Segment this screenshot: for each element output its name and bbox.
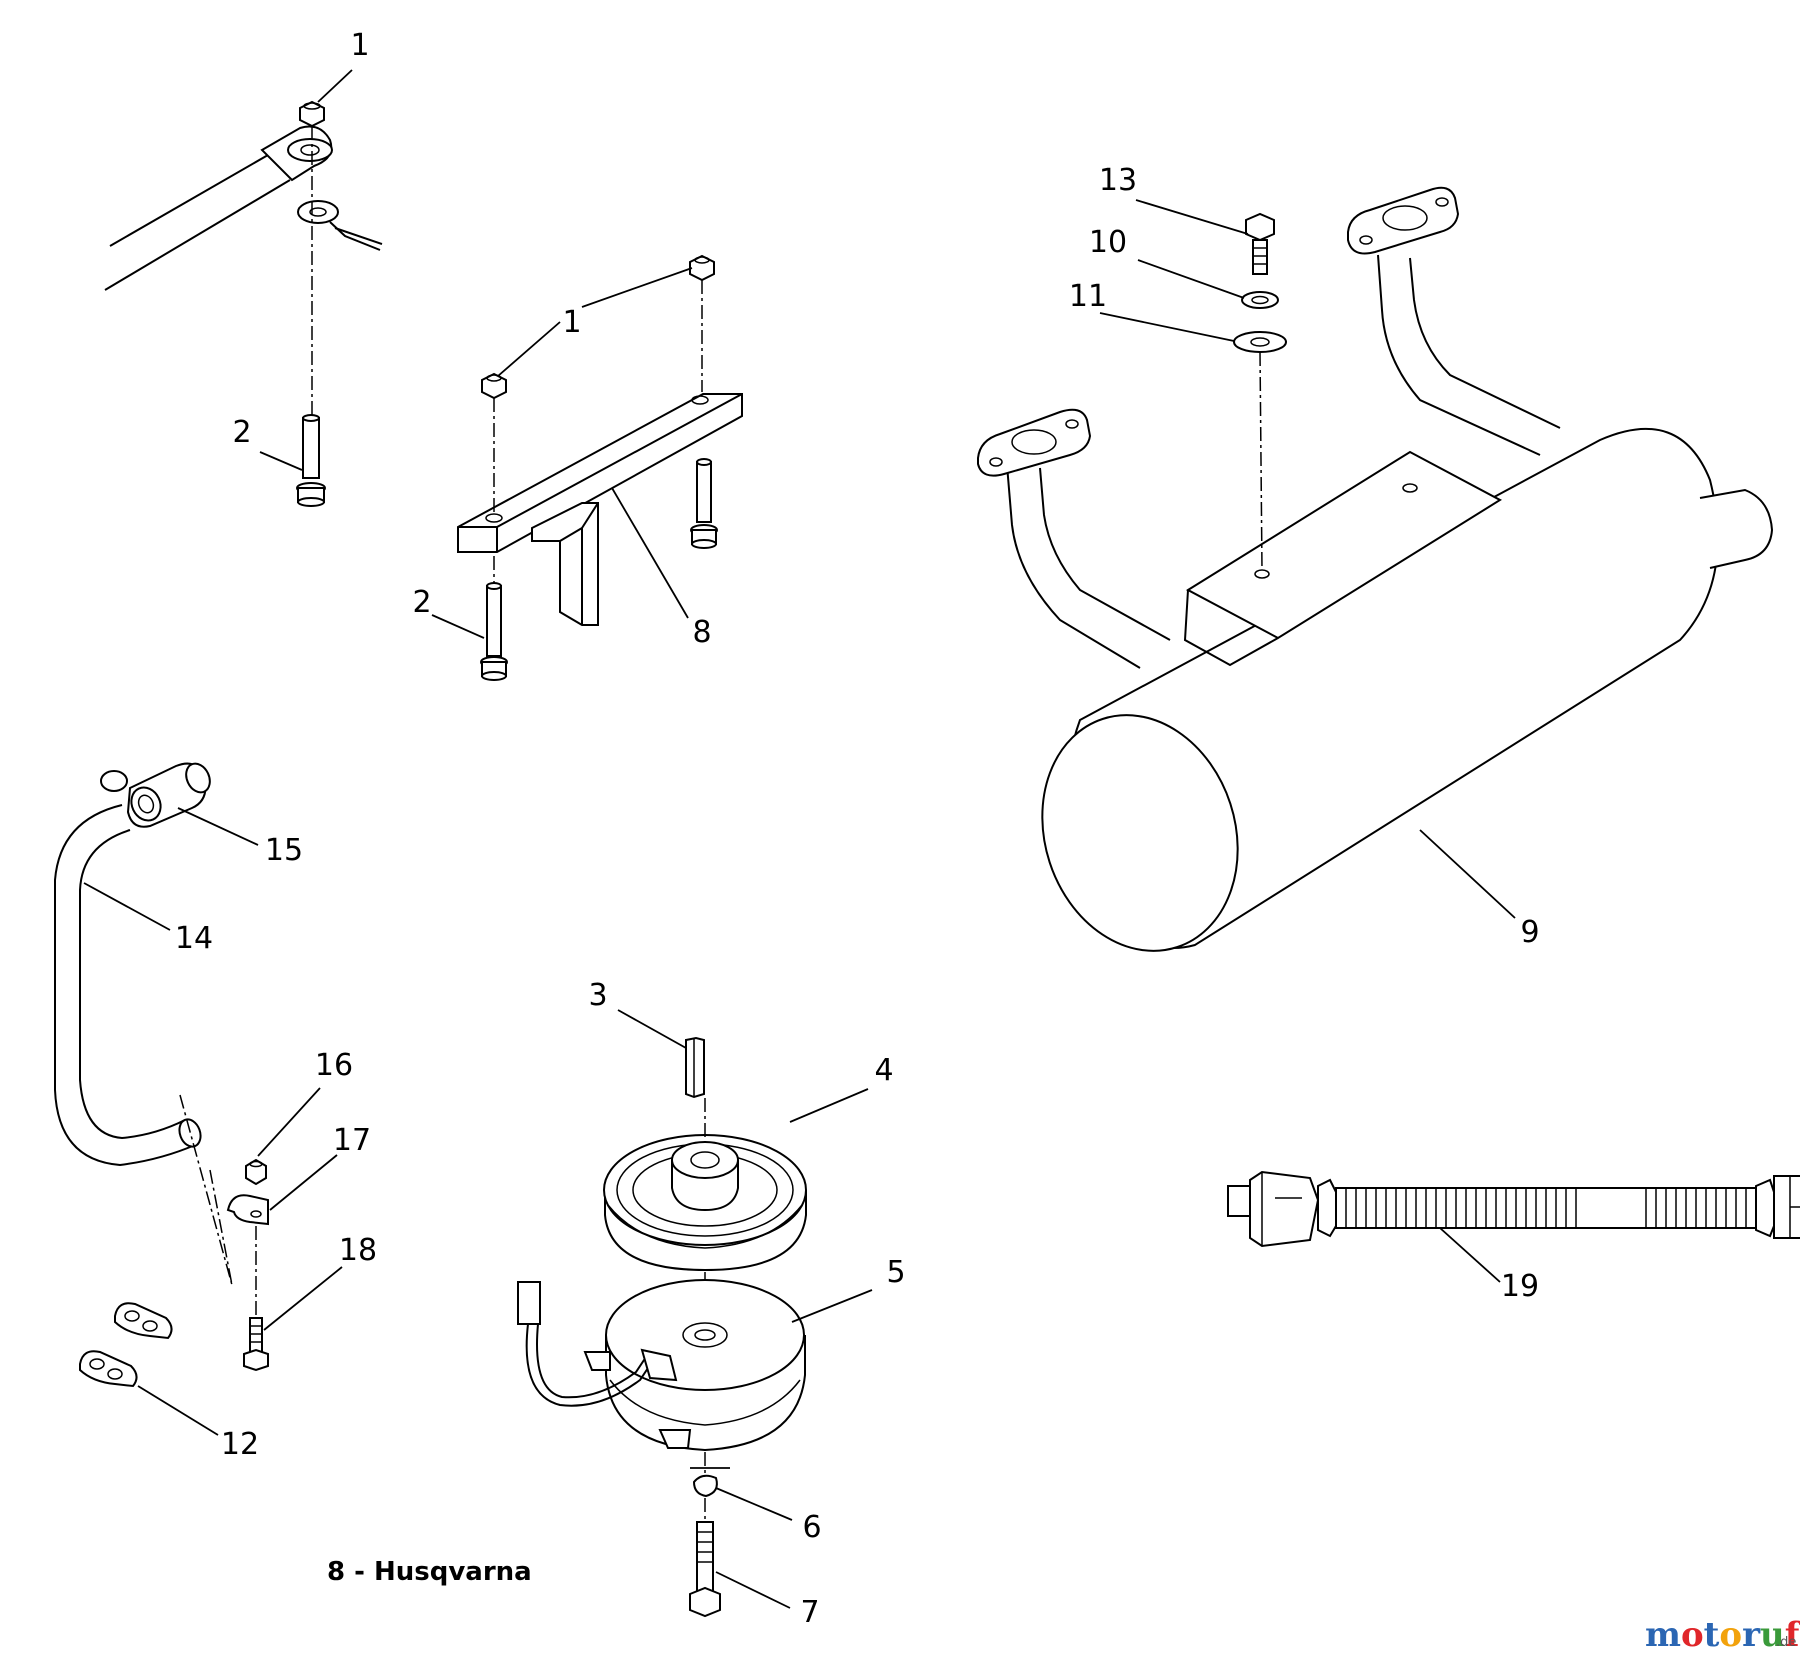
mounting-bracket-assembly bbox=[457, 254, 743, 681]
callout-15: 15 bbox=[265, 833, 303, 868]
muffler-assembly bbox=[977, 186, 1774, 952]
callout-8: 8 bbox=[692, 615, 711, 650]
callout-2-bracket: 2 bbox=[412, 585, 431, 620]
callout-1-bracket: 1 bbox=[562, 305, 581, 340]
callout-labels: 1 1 2 2 3 4 5 6 7 8 9 10 11 12 13 14 15 … bbox=[175, 28, 1540, 1630]
callout-4: 4 bbox=[874, 1053, 893, 1088]
fuel-line-assembly bbox=[54, 762, 269, 1388]
callout-5: 5 bbox=[886, 1255, 905, 1290]
leader-lines bbox=[83, 69, 1516, 1609]
callout-6: 6 bbox=[802, 1510, 821, 1545]
callout-1-top: 1 bbox=[350, 28, 369, 63]
callout-10: 10 bbox=[1089, 225, 1127, 260]
callout-17: 17 bbox=[333, 1123, 371, 1158]
callout-19: 19 bbox=[1501, 1269, 1539, 1304]
watermark-logo: motoruf bbox=[1645, 1615, 1800, 1655]
brand-note: 8 - Husqvarna bbox=[327, 1557, 532, 1587]
callout-2-top: 2 bbox=[232, 415, 251, 450]
motoruf-watermark: motoruf .de bbox=[1645, 1615, 1800, 1655]
battery-cable-assembly bbox=[104, 100, 383, 507]
callout-14: 14 bbox=[175, 921, 213, 956]
callout-18: 18 bbox=[339, 1233, 377, 1268]
callout-16: 16 bbox=[315, 1048, 353, 1083]
callout-7: 7 bbox=[800, 1595, 819, 1630]
pto-clutch-assembly bbox=[517, 1036, 807, 1618]
callout-3: 3 bbox=[588, 978, 607, 1013]
callout-13: 13 bbox=[1099, 163, 1137, 198]
watermark-suffix: .de bbox=[1776, 1635, 1796, 1650]
callout-12: 12 bbox=[221, 1427, 259, 1462]
callout-11: 11 bbox=[1069, 279, 1107, 314]
wire-harness bbox=[1227, 1170, 1800, 1248]
callout-9: 9 bbox=[1520, 915, 1539, 950]
